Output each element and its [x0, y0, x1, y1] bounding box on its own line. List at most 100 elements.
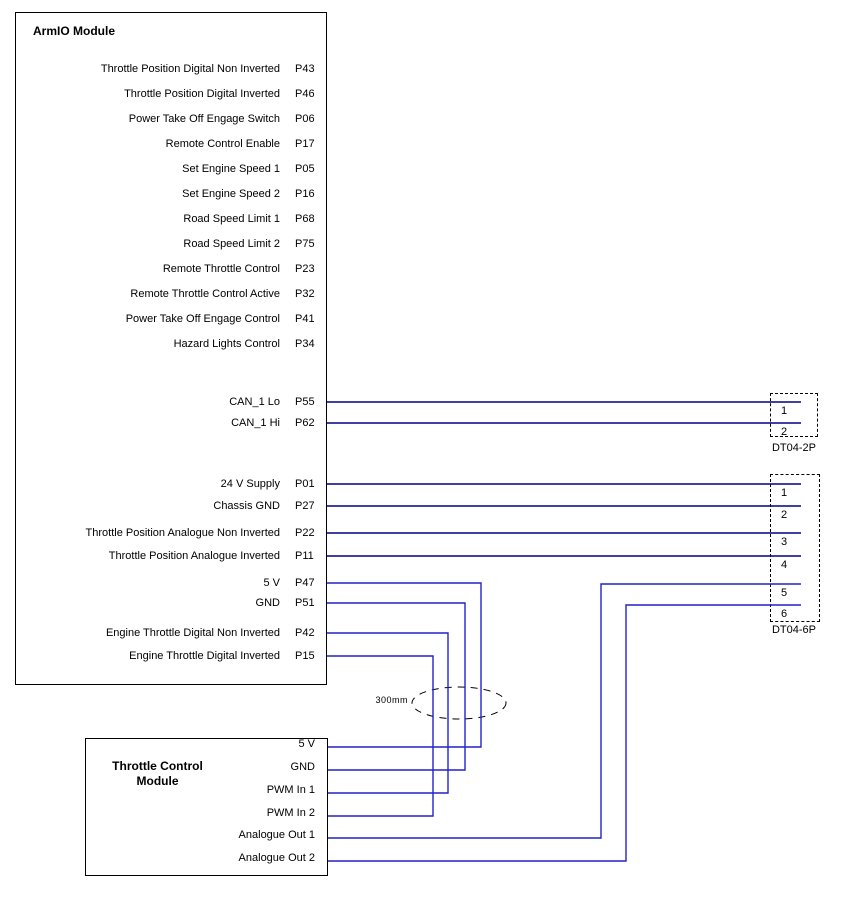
armio-signal-pin: P01: [295, 478, 315, 490]
wire-analogue-out-1: [328, 583, 801, 839]
tcm-signal-label: GND: [290, 761, 315, 773]
armio-signal-row: Throttle Position Analogue Inverted P11: [15, 549, 327, 563]
armio-signal-row: Road Speed Limit 2 P75: [15, 237, 327, 251]
wire-pwm-in-1: [327, 632, 449, 794]
armio-signal-row: 5 V P47: [15, 576, 327, 590]
armio-signal-label: 5 V: [263, 577, 280, 589]
armio-signal-label: Set Engine Speed 1: [182, 163, 280, 175]
armio-signal-label: Road Speed Limit 2: [183, 238, 280, 250]
armio-signal-pin: P32: [295, 288, 315, 300]
armio-signal-pin: P16: [295, 188, 315, 200]
armio-signal-pin: P23: [295, 263, 315, 275]
armio-signal-row: Chassis GND P27: [15, 499, 327, 513]
armio-signal-label: 24 V Supply: [220, 478, 280, 490]
armio-signal-pin: P47: [295, 577, 315, 589]
connector-pin-number: 5: [780, 587, 788, 599]
armio-signal-pin: P06: [295, 113, 315, 125]
armio-signal-label: Remote Throttle Control Active: [130, 288, 280, 300]
armio-signal-label: Road Speed Limit 1: [183, 213, 280, 225]
armio-signal-pin: P34: [295, 338, 315, 350]
tcm-signal-label: Analogue Out 1: [238, 829, 315, 841]
connector-pin-number: 1: [780, 487, 788, 499]
armio-signal-row: Throttle Position Digital Non Inverted P4…: [15, 62, 327, 76]
armio-signal-pin: P62: [295, 417, 315, 429]
wire-5v: [327, 582, 482, 748]
armio-signal-label: Throttle Position Digital Inverted: [124, 88, 280, 100]
tcm-signal-row: GND: [85, 760, 328, 774]
armio-signal-row: Remote Control Enable P17: [15, 137, 327, 151]
connector-dt04-6p-label: DT04-6P: [771, 624, 817, 636]
armio-signal-pin: P75: [295, 238, 315, 250]
armio-module-box: [15, 12, 327, 685]
connector-pin-number: 2: [780, 509, 788, 521]
wire-gnd: [327, 602, 466, 771]
armio-signal-label: CAN_1 Lo: [229, 396, 280, 408]
armio-signal-pin: P68: [295, 213, 315, 225]
connector-pin-number: 1: [780, 405, 788, 417]
armio-signal-pin: P27: [295, 500, 315, 512]
armio-signal-row: Set Engine Speed 2 P16: [15, 187, 327, 201]
armio-signal-pin: P15: [295, 650, 315, 662]
armio-module-title: ArmIO Module: [33, 24, 116, 38]
armio-signal-row: Hazard Lights Control P34: [15, 337, 327, 351]
armio-signal-row: CAN_1 Lo P55: [15, 395, 327, 409]
armio-signal-pin: P17: [295, 138, 315, 150]
connector-dt04-2p-label: DT04-2P: [771, 442, 817, 454]
connector-pin-number: 2: [780, 426, 788, 438]
armio-signal-row: GND P51: [15, 596, 327, 610]
wire-pwm-in-2: [327, 655, 434, 817]
armio-signal-pin: P51: [295, 597, 315, 609]
armio-signal-row: Remote Throttle Control Active P32: [15, 287, 327, 301]
armio-signal-row: 24 V Supply P01: [15, 477, 327, 491]
armio-signal-label: Power Take Off Engage Control: [125, 313, 280, 325]
armio-signal-pin: P55: [295, 396, 315, 408]
throttle-control-module-box: [85, 738, 328, 876]
armio-signal-label: Chassis GND: [213, 500, 280, 512]
armio-signal-row: Set Engine Speed 1 P05: [15, 162, 327, 176]
armio-signal-pin: P11: [295, 550, 314, 562]
armio-signal-row: Throttle Position Analogue Non Inverted P…: [15, 526, 327, 540]
connector-dt04-2p-box: [770, 393, 818, 437]
armio-signal-pin: P05: [295, 163, 315, 175]
armio-signal-row: Road Speed Limit 1 P68: [15, 212, 327, 226]
armio-signal-row: Throttle Position Digital Inverted P46: [15, 87, 327, 101]
tcm-signal-row: PWM In 1: [85, 783, 328, 797]
tcm-signal-label: Analogue Out 2: [238, 852, 315, 864]
tcm-signal-label: PWM In 2: [266, 807, 315, 819]
armio-signal-label: Throttle Position Analogue Non Inverted: [85, 527, 280, 539]
armio-signal-label: GND: [255, 597, 280, 609]
wire-analogue-out-2: [328, 604, 801, 862]
armio-signal-label: Remote Control Enable: [165, 138, 280, 150]
armio-signal-pin: P46: [295, 88, 315, 100]
cable-length-annotation: 300mm: [375, 695, 408, 705]
tcm-signal-row: PWM In 2: [85, 806, 328, 820]
tcm-signal-row: Analogue Out 1: [85, 828, 328, 842]
armio-signal-label: Throttle Position Digital Non Inverted: [100, 63, 280, 75]
armio-signal-label: Power Take Off Engage Switch: [128, 113, 280, 125]
connector-pin-number: 4: [780, 559, 788, 571]
armio-signal-pin: P22: [295, 527, 315, 539]
armio-signal-pin: P42: [295, 627, 315, 639]
armio-signal-label: Hazard Lights Control: [173, 338, 280, 350]
connector-pin-number: 3: [780, 536, 788, 548]
armio-signal-row: Power Take Off Engage Switch P06: [15, 112, 327, 126]
connector-pin-number: 6: [780, 608, 788, 620]
cable-bundle-ellipse-icon: [411, 686, 507, 720]
tcm-signal-row: Analogue Out 2: [85, 851, 328, 865]
armio-signal-label: Engine Throttle Digital Inverted: [129, 650, 280, 662]
armio-signal-row: Engine Throttle Digital Inverted P15: [15, 649, 327, 663]
armio-signal-label: Throttle Position Analogue Inverted: [108, 550, 280, 562]
armio-signal-label: Remote Throttle Control: [162, 263, 280, 275]
armio-signal-pin: P43: [295, 63, 315, 75]
throttle-control-module-title: Throttle Control Module: [112, 759, 203, 788]
tcm-signal-row: 5 V: [85, 737, 328, 751]
armio-signal-label: Engine Throttle Digital Non Inverted: [105, 627, 280, 639]
armio-signal-label: Set Engine Speed 2: [182, 188, 280, 200]
armio-signal-row: Engine Throttle Digital Non Inverted P42: [15, 626, 327, 640]
armio-signal-row: CAN_1 Hi P62: [15, 416, 327, 430]
armio-signal-row: Remote Throttle Control P23: [15, 262, 327, 276]
armio-signal-label: CAN_1 Hi: [231, 417, 280, 429]
tcm-signal-label: PWM In 1: [266, 784, 315, 796]
